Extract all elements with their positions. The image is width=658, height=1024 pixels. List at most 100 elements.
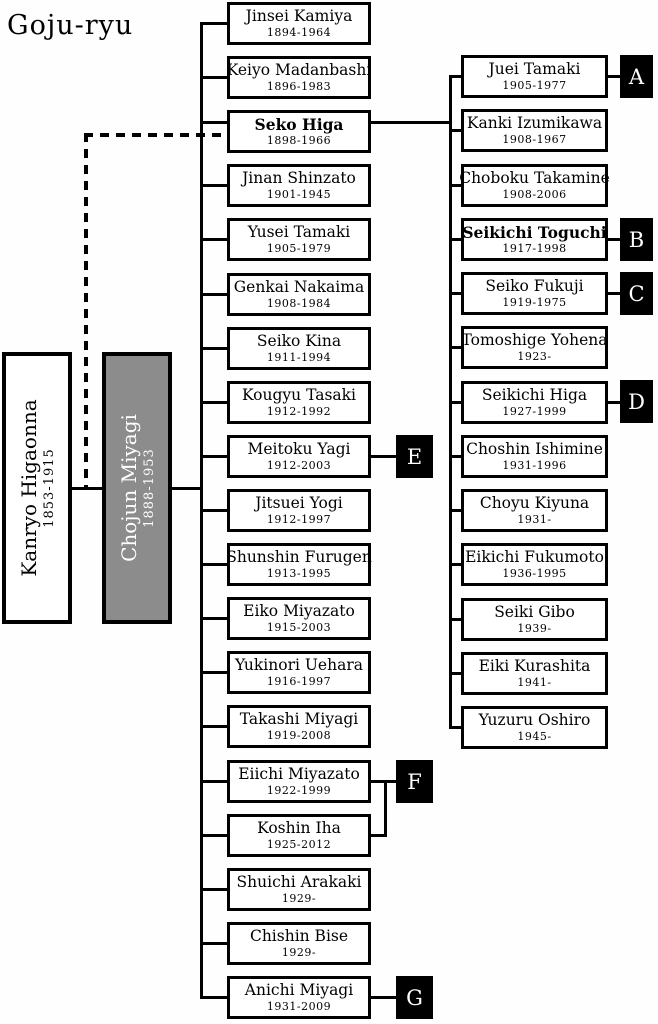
student-years: 1908-2006 (502, 188, 567, 202)
student-name: Genkai Nakaima (233, 277, 365, 296)
connector-line (452, 129, 462, 132)
connector-line (201, 401, 228, 404)
student-name: Seiki Gibo (494, 602, 575, 621)
connector-line (201, 22, 228, 25)
student-box: Seikichi Higa 1927-1999 (461, 381, 608, 424)
student-name: Seikichi Toguchi (462, 222, 607, 242)
student-box: Takashi Miyagi 1919-2008 (227, 705, 371, 748)
connector-line (452, 618, 462, 621)
student-years: 1912-1992 (266, 405, 332, 419)
student-box: Kougyu Tasaki 1912-1992 (227, 381, 371, 424)
student-years: 1912-1997 (266, 513, 332, 527)
connector-line (201, 780, 228, 783)
student-box: Eiko Miyazato 1915-2003 (227, 597, 371, 640)
student-box: Shunshin Furugen 1913-1995 (226, 543, 372, 586)
connector-line (608, 292, 621, 295)
student-name: Eiko Miyazato (243, 601, 355, 620)
connector-line (172, 487, 203, 490)
connector-line (201, 76, 228, 79)
student-years: 1919-1975 (502, 296, 567, 310)
badge-a: A (620, 55, 653, 98)
badge-e: E (396, 435, 433, 478)
badge-d: D (620, 380, 653, 423)
student-box: Seiko Fukuji 1919-1975 (461, 272, 608, 315)
student-years: 1927-1999 (502, 405, 567, 419)
connector-line (452, 184, 462, 187)
student-box: Keiyo Madanbashi 1896-1983 (227, 56, 371, 99)
student-name: Eikichi Fukumoto (465, 547, 604, 566)
badge-c: C (620, 272, 653, 315)
student-years: 1941- (517, 676, 552, 690)
student-years: 1912-2003 (266, 459, 332, 473)
connector-line (608, 75, 621, 78)
student-name: Tomoshige Yohena (461, 330, 608, 349)
student-box: Juei Tamaki 1905-1977 (461, 55, 608, 98)
connector-line (201, 121, 228, 124)
student-name: Yusei Tamaki (247, 222, 351, 241)
connector-line (201, 671, 228, 674)
student-name: Jitsuei Yogi (255, 493, 343, 512)
student-years: 1929- (281, 892, 317, 906)
student-box: Chishin Bise 1929- (227, 922, 371, 965)
connector-line (371, 455, 397, 458)
student-name: Jinsei Kamiya (245, 6, 353, 25)
connector-line (371, 996, 397, 999)
connector-line (201, 563, 228, 566)
student-name: Choyu Kiyuna (479, 493, 590, 512)
founder-name: Kanryo Higaonna (16, 399, 41, 577)
connector-line (452, 509, 462, 512)
connector-line (371, 834, 387, 837)
connector-line (201, 888, 228, 891)
dashed-connector-line (84, 133, 88, 490)
connector-line (452, 401, 462, 404)
student-name: Kougyu Tasaki (242, 385, 356, 404)
student-name: Yuzuru Oshiro (478, 710, 591, 729)
connector-line (201, 834, 228, 837)
founder-name: Chojun Miyagi (116, 414, 141, 562)
connector-line (201, 238, 228, 241)
student-years: 1917-1998 (502, 242, 567, 256)
connector-line (201, 455, 228, 458)
student-name: Meitoku Yagi (247, 439, 351, 458)
connector-line (371, 121, 451, 124)
student-name: Eiichi Miyazato (238, 764, 360, 783)
student-box: Seikichi Toguchi 1917-1998 (461, 218, 608, 261)
student-box: Yusei Tamaki 1905-1979 (227, 218, 371, 261)
student-name: Choshin Ishimine (466, 439, 603, 458)
student-name: Choboku Takamine (459, 168, 610, 187)
connector-line (452, 346, 462, 349)
student-years: 1911-1994 (266, 351, 332, 365)
student-box: Tomoshige Yohena 1923- (461, 326, 608, 369)
student-name: Seikichi Higa (481, 385, 588, 404)
student-box: Eiki Kurashita 1941- (461, 652, 608, 695)
student-years: 1908-1967 (502, 133, 567, 147)
connector-line (452, 238, 462, 241)
student-years: 1922-1999 (266, 784, 332, 798)
connector-line (201, 509, 228, 512)
student-years: 1925-2012 (266, 838, 332, 852)
connector-line (452, 563, 462, 566)
connector-line (452, 292, 462, 295)
student-box: Choboku Takamine 1908-2006 (459, 164, 610, 207)
student-years: 1936-1995 (502, 567, 567, 581)
student-years: 1929- (281, 946, 317, 960)
connector-line (201, 293, 228, 296)
connector-line (452, 672, 462, 675)
student-name: Yukinori Uehara (235, 655, 363, 674)
founder-years: 1853-1915 (41, 448, 57, 528)
connector-line (384, 780, 387, 837)
founder-box-kanryo-higaonna: Kanryo Higaonna 1853-1915 (2, 352, 72, 624)
connector-line (201, 184, 228, 187)
student-box: Jitsuei Yogi 1912-1997 (227, 489, 371, 532)
student-name: Shuichi Arakaki (236, 872, 362, 891)
student-box: Anichi Miyagi 1931-2009 (227, 976, 371, 1019)
student-years: 1919-2008 (266, 729, 332, 743)
connector-line (452, 455, 462, 458)
student-years: 1908-1984 (266, 297, 332, 311)
student-name: Keiyo Madanbashi (226, 60, 372, 79)
connector-line (201, 617, 228, 620)
student-years: 1894-1964 (266, 26, 332, 40)
student-name: Chishin Bise (249, 926, 349, 945)
student-years: 1945- (517, 730, 552, 744)
